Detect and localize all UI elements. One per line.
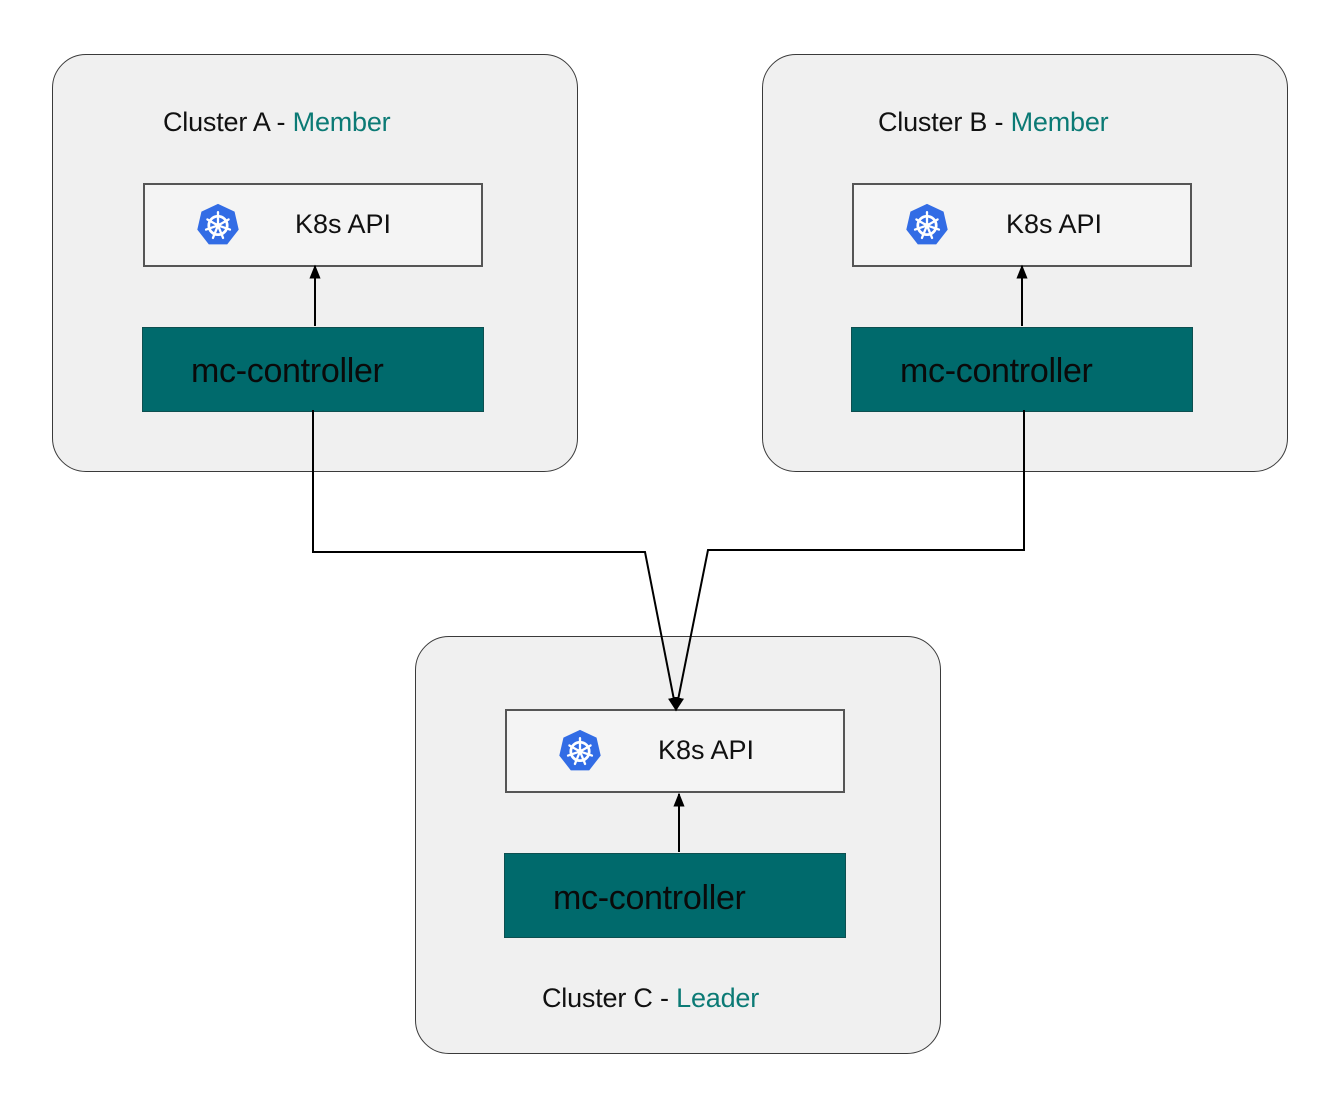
cluster-b-mc-controller-box: mc-controller [851, 327, 1193, 412]
cluster-a-k8s-api-box: K8s API [143, 183, 483, 267]
kubernetes-icon [197, 203, 239, 245]
cluster-a-panel: Cluster A - Member K8s API mc-controller [52, 54, 578, 472]
cluster-c-mc-controller-label: mc-controller [553, 879, 746, 917]
cluster-c-k8s-api-box: K8s API [505, 709, 845, 793]
cluster-c-title: Cluster C - Leader [542, 983, 759, 1014]
cluster-c-api-label: K8s API [658, 735, 755, 765]
cluster-b-role: Member [1010, 107, 1109, 137]
cluster-a-name: Cluster A - [163, 107, 293, 137]
kubernetes-icon [559, 729, 601, 771]
cluster-a-api-label: K8s API [295, 209, 392, 239]
cluster-c-mc-controller-box: mc-controller [504, 853, 846, 938]
cluster-c-role: Leader [676, 983, 759, 1013]
cluster-b-to-leader-connector [672, 410, 1025, 712]
cluster-a-role: Member [292, 107, 391, 137]
cluster-b-k8s-api-box: K8s API [852, 183, 1192, 267]
cluster-b-title: Cluster B - Member [878, 107, 1109, 138]
cluster-a-mc-controller-label: mc-controller [191, 352, 384, 390]
cluster-a-to-leader-connector [312, 410, 680, 712]
cluster-b-panel: Cluster B - Member K8s API mc-controller [762, 54, 1288, 472]
cluster-b-name: Cluster B - [878, 107, 1011, 137]
cluster-b-mc-controller-label: mc-controller [900, 352, 1093, 390]
cluster-b-api-label: K8s API [1006, 209, 1103, 239]
kubernetes-icon [906, 203, 948, 245]
cluster-a-mc-controller-box: mc-controller [142, 327, 484, 412]
cluster-c-name: Cluster C - [542, 983, 677, 1013]
cluster-a-title: Cluster A - Member [163, 107, 391, 138]
